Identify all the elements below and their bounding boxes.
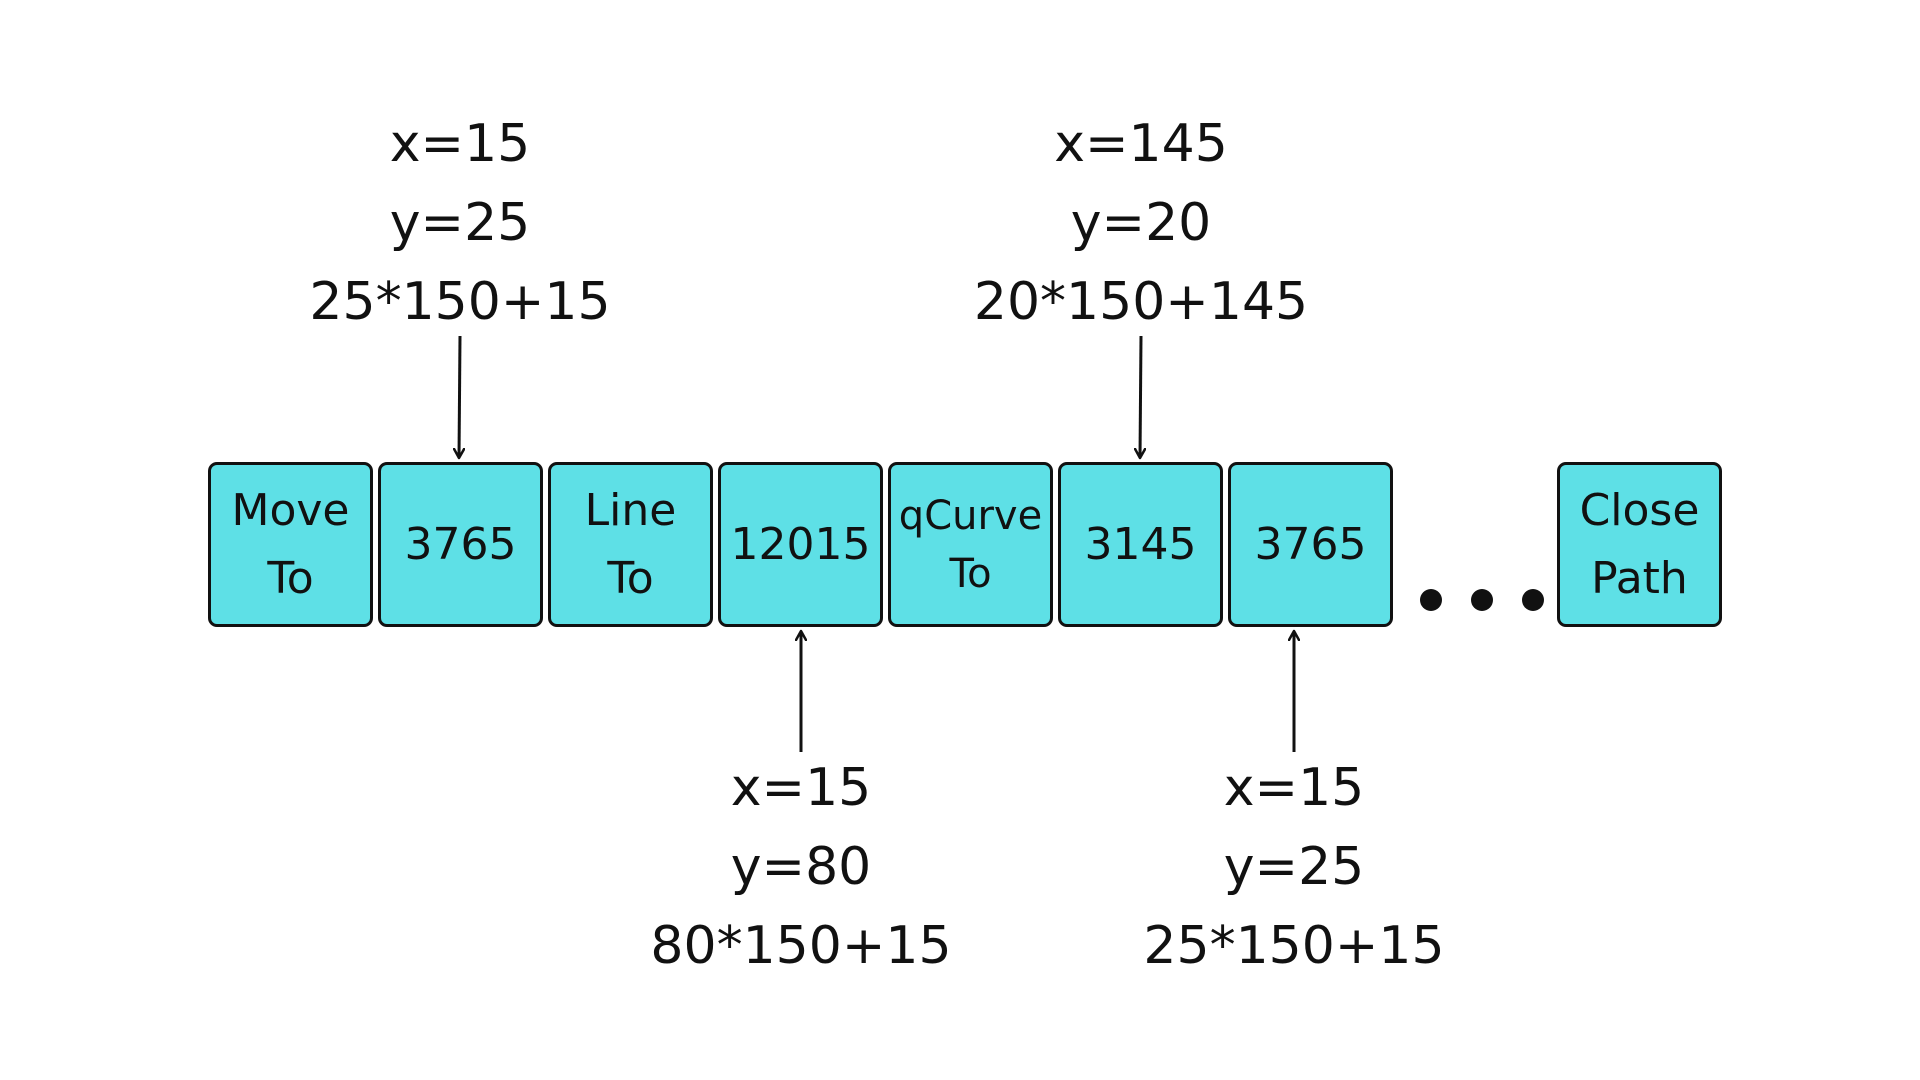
cell-qcurve-to-line2: To [949, 550, 992, 597]
cell-move-to-line1: Move [231, 484, 350, 536]
cell-line-to-line2: To [607, 552, 654, 604]
annotation-formula: 80*150+15 [650, 916, 952, 976]
cell-qcurve-to: qCurve To [888, 462, 1053, 627]
cell-close-path: Close Path [1557, 462, 1722, 627]
ellipsis-dot [1420, 589, 1442, 611]
annotation-y: y=25 [1223, 837, 1365, 897]
annotation-y: y=25 [389, 193, 531, 253]
annotation-x: x=145 [1054, 114, 1228, 174]
arrow-down-to-3145 [1140, 335, 1141, 458]
annotation-x: x=15 [1223, 758, 1365, 818]
annotation-formula: 20*150+145 [973, 272, 1309, 332]
cell-value-3765-first-text: 3765 [404, 518, 517, 570]
cell-line-to-line1: Line [584, 484, 677, 536]
cell-move-to: Move To [208, 462, 373, 627]
cell-qcurve-to-line1: qCurve [898, 492, 1043, 539]
cell-close-path-line2: Path [1591, 552, 1688, 604]
cell-line-to: Line To [548, 462, 713, 627]
annotation-y: y=20 [1070, 193, 1212, 253]
arrow-down-to-3765 [459, 335, 460, 458]
annotation-formula: 25*150+15 [1143, 916, 1445, 976]
annotation-above-3145: x=145 y=20 20*150+145 [941, 105, 1341, 342]
cell-value-12015-text: 12015 [730, 518, 871, 570]
cell-close-path-line1: Close [1579, 484, 1700, 536]
cell-move-to-line2: To [267, 552, 314, 604]
annotation-formula: 25*150+15 [309, 272, 611, 332]
annotation-below-3765: x=15 y=25 25*150+15 [1094, 749, 1494, 986]
cell-value-3145-text: 3145 [1084, 518, 1197, 570]
ellipsis-dots [1420, 586, 1544, 614]
cell-value-3765-first: 3765 [378, 462, 543, 627]
cell-value-3145: 3145 [1058, 462, 1223, 627]
cell-value-3765-second: 3765 [1228, 462, 1393, 627]
ellipsis-dot [1522, 589, 1544, 611]
ellipsis-dot [1471, 589, 1493, 611]
annotation-below-12015: x=15 y=80 80*150+15 [601, 749, 1001, 986]
annotation-x: x=15 [730, 758, 872, 818]
annotation-x: x=15 [389, 114, 531, 174]
cell-value-3765-second-text: 3765 [1254, 518, 1367, 570]
annotation-y: y=80 [730, 837, 872, 897]
annotation-above-3765: x=15 y=25 25*150+15 [260, 105, 660, 342]
cell-value-12015: 12015 [718, 462, 883, 627]
